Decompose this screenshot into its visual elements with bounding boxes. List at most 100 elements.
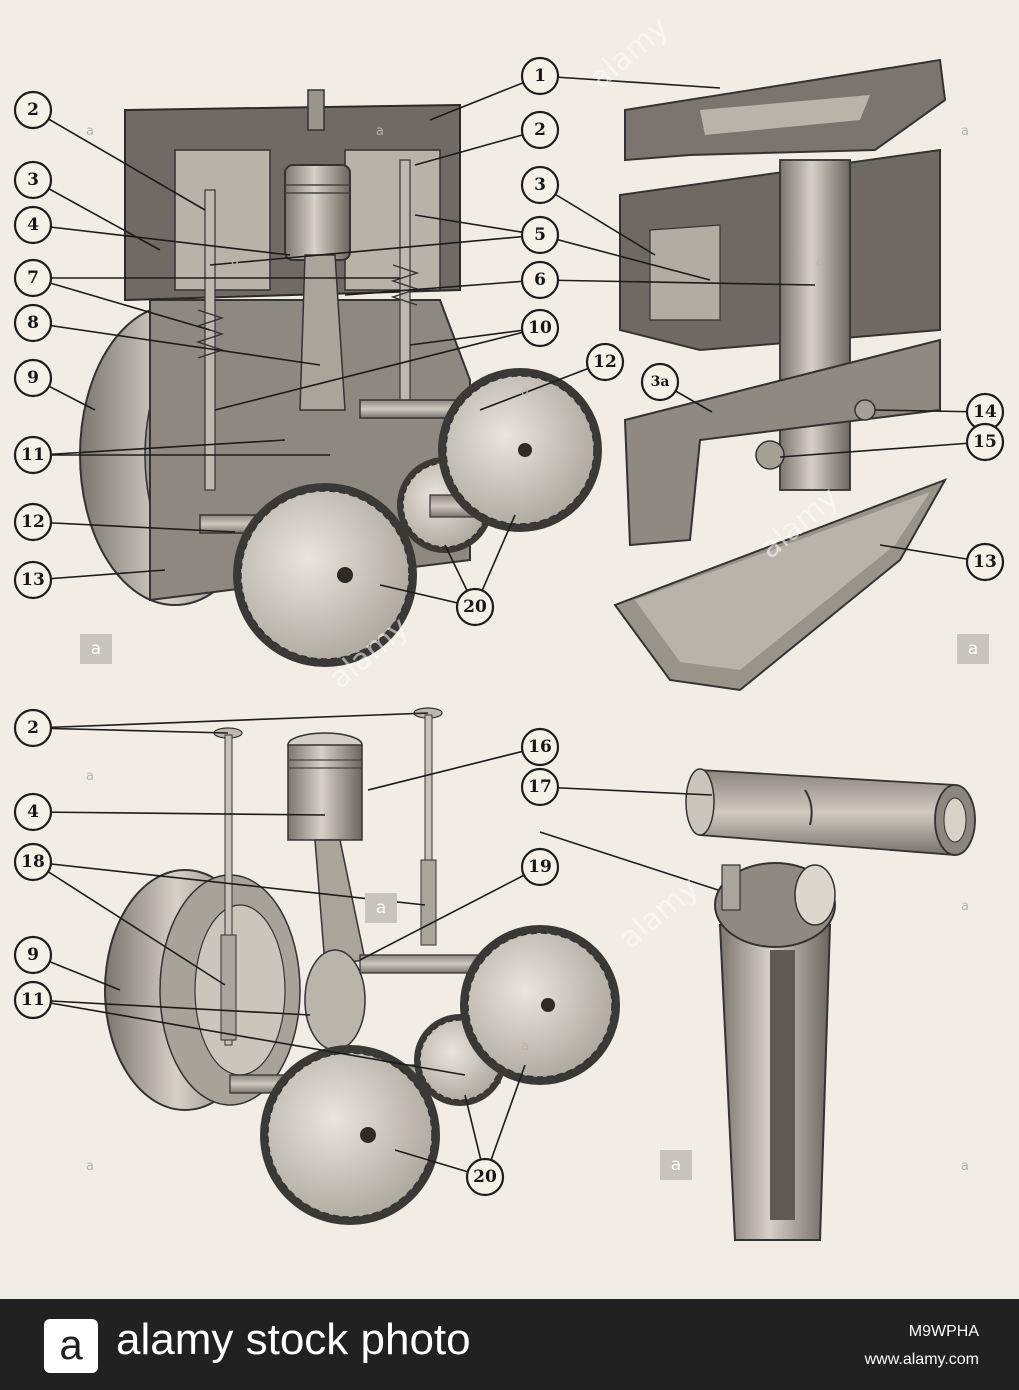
gear-large-right-bottom xyxy=(460,925,620,1085)
callout-tr-3: 3 xyxy=(520,165,560,205)
crank-part xyxy=(304,949,366,1051)
gear-large-left-bottom xyxy=(260,1045,440,1225)
watermark-text-4: alamy xyxy=(613,870,706,956)
svg-text:10: 10 xyxy=(528,318,552,338)
svg-text:2: 2 xyxy=(534,120,546,140)
callout-tl-11: 11 xyxy=(13,435,53,475)
valve-left-bottom xyxy=(213,727,243,1046)
watermark-mark-4: a xyxy=(660,1150,692,1180)
piston-bottom xyxy=(287,732,363,841)
svg-text:15: 15 xyxy=(973,432,997,452)
svg-text:9: 9 xyxy=(27,945,39,965)
callout-tl-13: 13 xyxy=(13,560,53,600)
bearing-part xyxy=(755,440,785,470)
callout-tm-12: 12 xyxy=(585,342,625,382)
piston-part xyxy=(284,164,351,261)
image-id: M9WPHA xyxy=(908,1323,979,1340)
exploded-parts xyxy=(613,58,948,692)
watermark-tiny-2: a xyxy=(376,124,384,139)
callout-tr-13: 13 xyxy=(965,542,1005,582)
svg-text:11: 11 xyxy=(21,990,45,1010)
callout-b-9: 9 xyxy=(13,935,53,975)
svg-text:a: a xyxy=(91,639,101,659)
svg-text:7: 7 xyxy=(27,268,39,288)
svg-text:11: 11 xyxy=(21,445,45,465)
svg-text:6: 6 xyxy=(534,270,546,290)
svg-text:16: 16 xyxy=(528,737,552,757)
svg-text:1: 1 xyxy=(534,66,546,86)
svg-text:3a: 3a xyxy=(651,374,670,390)
callout-tm-10: 10 xyxy=(520,308,560,348)
watermark-tiny-4: a xyxy=(231,254,239,269)
callout-tm-1: 1 xyxy=(520,56,560,96)
svg-text:13: 13 xyxy=(973,552,997,572)
callout-tr-3a: 3a xyxy=(640,362,680,402)
svg-text:14: 14 xyxy=(973,402,997,422)
watermark-text-1: alamy xyxy=(583,10,676,96)
engine-parts-diagram: 2 3 4 7 8 9 11 12 13 1 2 5 6 10 12 20 3 … xyxy=(13,10,1005,1241)
watermark-tiny-6: a xyxy=(521,384,529,399)
svg-text:12: 12 xyxy=(593,352,617,372)
crank-train xyxy=(104,707,976,1241)
alamy-logo-icon: a xyxy=(44,1319,98,1373)
connecting-rod-bottom xyxy=(314,839,366,966)
callout-tm-6: 6 xyxy=(520,260,560,300)
callouts: 2 3 4 7 8 9 11 12 13 1 2 5 6 10 12 20 3 … xyxy=(13,56,1005,1197)
crankcase-frame-part xyxy=(623,338,941,547)
svg-text:9: 9 xyxy=(27,368,39,388)
svg-text:17: 17 xyxy=(528,777,552,797)
callout-b-16: 16 xyxy=(520,727,560,767)
stock-photo-footer: a alamy stock photo M9WPHA www.alamy.com xyxy=(0,1299,1019,1390)
gudgeon-pin-part xyxy=(685,768,976,856)
svg-text:2: 2 xyxy=(27,100,39,120)
callout-tl-8: 8 xyxy=(13,303,53,343)
callout-tm-20: 20 xyxy=(455,587,495,627)
callout-tl-2: 2 xyxy=(13,90,53,130)
svg-text:4: 4 xyxy=(27,215,39,235)
callout-tl-9: 9 xyxy=(13,358,53,398)
watermark-tiny-3: a xyxy=(961,124,969,139)
watermark-tiny-7: a xyxy=(86,769,94,784)
callout-tl-7: 7 xyxy=(13,258,53,298)
callout-tr-15: 15 xyxy=(965,422,1005,462)
svg-text:a: a xyxy=(376,898,386,918)
con-rod-small-end-part xyxy=(714,862,836,1241)
callout-b-11: 11 xyxy=(13,980,53,1020)
svg-text:3: 3 xyxy=(27,170,39,190)
callout-tl-12: 12 xyxy=(13,502,53,542)
footer-brand: alamy stock photo xyxy=(116,1315,471,1364)
svg-text:2: 2 xyxy=(27,718,39,738)
watermark-mark-1: a xyxy=(80,634,112,664)
svg-text:18: 18 xyxy=(21,852,45,872)
svg-text:8: 8 xyxy=(27,313,39,333)
svg-text:3: 3 xyxy=(534,175,546,195)
alamy-logo-letter: a xyxy=(59,1321,83,1368)
cutaway-engine xyxy=(79,89,602,667)
watermark-tiny-10: a xyxy=(961,1159,969,1174)
svg-text:a: a xyxy=(671,1155,681,1175)
gear-large-right xyxy=(438,368,602,532)
callout-tl-4: 4 xyxy=(13,205,53,245)
svg-text:20: 20 xyxy=(473,1167,497,1187)
watermark-mark-2: a xyxy=(957,634,989,664)
watermark-tiny-1: a xyxy=(86,124,94,139)
watermark-tiny-9: a xyxy=(86,1159,94,1174)
callout-tl-3: 3 xyxy=(13,160,53,200)
watermark-mark-3: a xyxy=(365,893,397,923)
callout-tm-2: 2 xyxy=(520,110,560,150)
callout-b-2: 2 xyxy=(13,708,53,748)
callout-tm-5: 5 xyxy=(520,215,560,255)
callout-b-4: 4 xyxy=(13,792,53,832)
footer-url: www.alamy.com xyxy=(864,1351,979,1368)
svg-text:a: a xyxy=(968,639,978,659)
gear-large-left xyxy=(233,483,417,667)
valve-right-bottom xyxy=(413,707,443,946)
callout-b-17: 17 xyxy=(520,767,560,807)
svg-text:13: 13 xyxy=(21,570,45,590)
svg-text:19: 19 xyxy=(528,857,552,877)
svg-text:4: 4 xyxy=(27,802,39,822)
callout-b-18: 18 xyxy=(13,842,53,882)
callout-tr-14: 14 xyxy=(965,392,1005,432)
svg-text:12: 12 xyxy=(21,512,45,532)
watermark-tiny-8: a xyxy=(961,899,969,914)
